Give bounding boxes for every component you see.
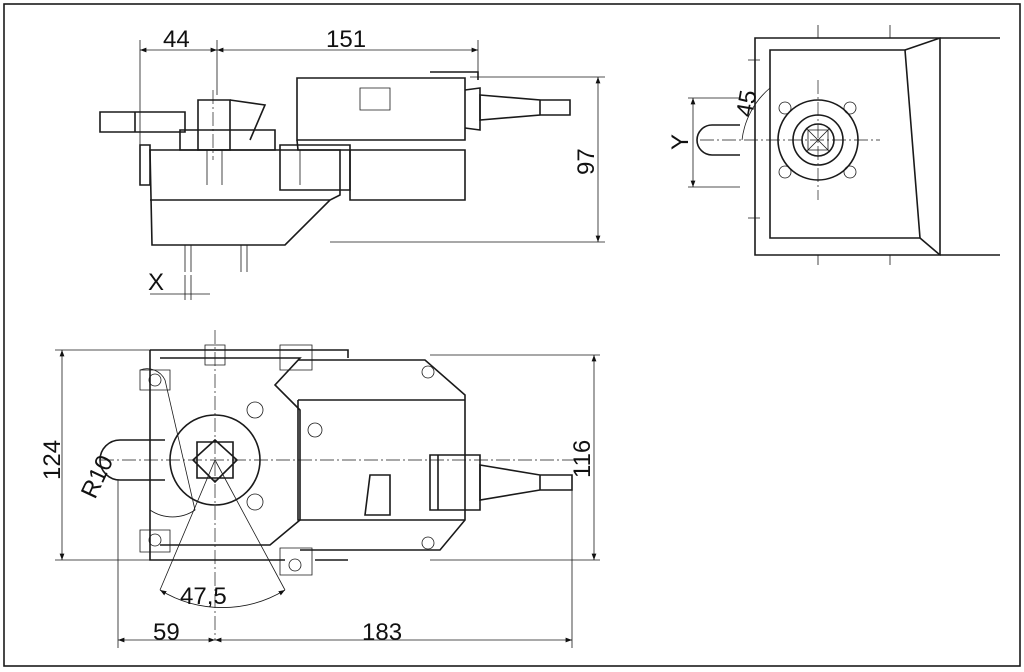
side-view: 44 151 97 X [99, 26, 605, 300]
dim-x-label: X [148, 269, 164, 296]
dim-47-5-label: 47,5 [180, 583, 227, 610]
dim-44-label: 44 [163, 26, 190, 53]
dim-r10-label: R10 [76, 451, 119, 502]
dim-97-label: 97 [573, 148, 600, 175]
dim-116-label: 116 [569, 440, 596, 478]
dim-59-label: 59 [153, 619, 180, 646]
dim-124-label: 124 [39, 440, 66, 480]
dim-151-label: 151 [326, 26, 366, 53]
front-view: 45 Y [667, 25, 1000, 265]
bottom-view: 124 R10 116 47,5 59 183 [39, 330, 600, 648]
drawing-frame [3, 3, 1021, 667]
dim-183-label: 183 [362, 619, 402, 646]
dim-y-label: Y [667, 134, 694, 150]
dim-45-label: 45 [731, 88, 762, 119]
